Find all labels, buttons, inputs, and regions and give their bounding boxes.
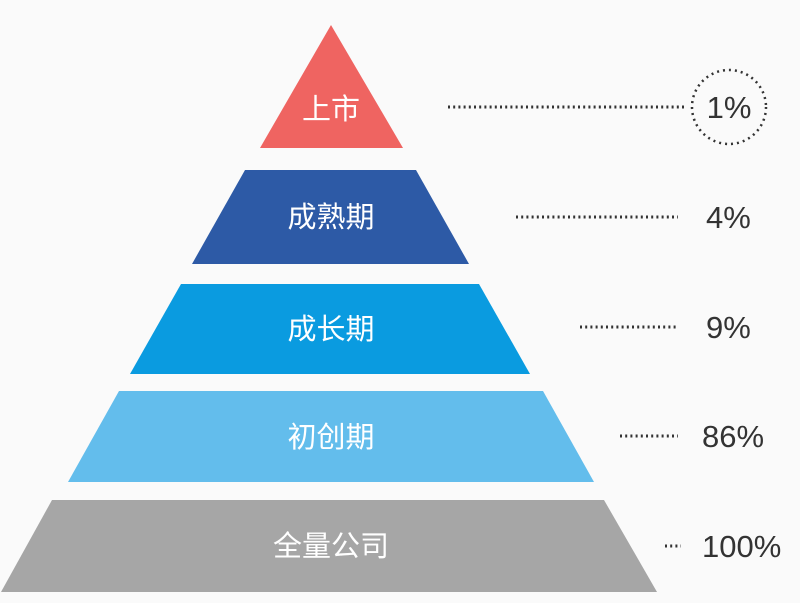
tier-label: 初创期	[287, 420, 374, 454]
tier-label: 上市	[302, 92, 360, 126]
percent-callout-all-companies: 100%	[665, 529, 781, 564]
percent-label: 100%	[702, 529, 781, 564]
percent-callout-listed: 1%	[448, 68, 768, 146]
pyramid-tier-growth: 成长期	[130, 284, 530, 374]
tier-shape	[68, 391, 594, 482]
percent-label: 1%	[707, 90, 752, 125]
tier-shape	[1, 500, 657, 592]
tier-label: 全量公司	[273, 529, 389, 563]
pyramid-tier-startup: 初创期	[68, 391, 594, 482]
tier-shape	[192, 170, 469, 264]
highlight-circle	[690, 68, 768, 146]
pyramid-tier-mature: 成熟期	[192, 170, 469, 264]
percent-callout-mature: 4%	[516, 200, 751, 235]
tier-label: 成长期	[287, 312, 374, 346]
percent-label: 4%	[706, 200, 751, 235]
tier-shape	[130, 284, 530, 374]
pyramid-tier-all-companies: 全量公司	[1, 500, 657, 592]
tier-shape	[260, 25, 403, 148]
percent-label: 86%	[702, 419, 764, 454]
percent-callout-growth: 9%	[580, 310, 751, 345]
pyramid-tier-listed: 上市	[260, 25, 403, 148]
percent-callout-startup: 86%	[620, 419, 764, 454]
tier-label: 成熟期	[287, 200, 374, 234]
percent-label: 9%	[706, 310, 751, 345]
